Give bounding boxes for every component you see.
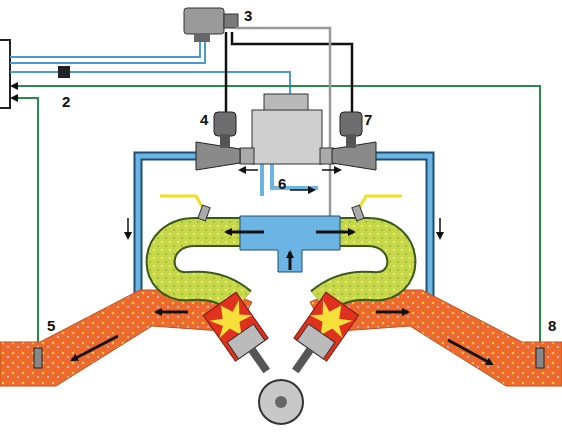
callout-number: 7 (364, 112, 372, 127)
callout-number: 6 (278, 176, 286, 191)
callout-number: 5 (47, 318, 55, 333)
callout-number: 3 (244, 8, 252, 23)
callout-number: 8 (548, 318, 556, 333)
callout-number: 4 (200, 112, 208, 127)
callout-number: 2 (62, 94, 70, 109)
